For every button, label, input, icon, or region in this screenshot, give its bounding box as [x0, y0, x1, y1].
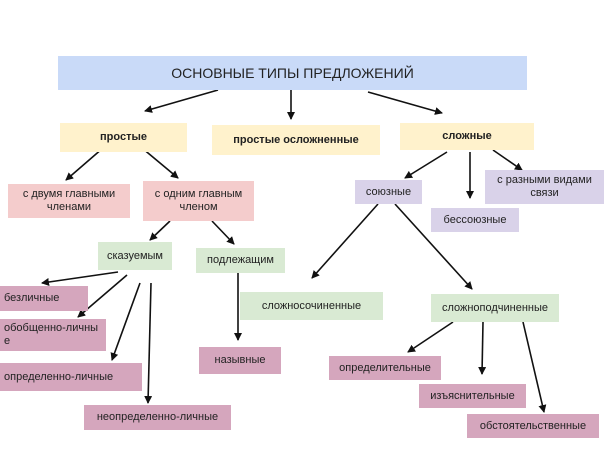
node-one-main-label: с одним главным членом	[154, 188, 243, 213]
arrow-predicate-definite	[110, 282, 141, 361]
node-subordinate: сложноподчиненные	[431, 294, 559, 322]
node-simple-complicated: простые осложненные	[212, 125, 380, 155]
arrow-title-complex	[367, 91, 443, 115]
node-adverbial: обстоятельственные	[467, 414, 599, 438]
node-complex: сложные	[400, 123, 534, 150]
node-indefinite: неопределенно-личные	[84, 405, 231, 430]
arrow-complex-conjunctive	[404, 151, 448, 179]
node-subject: подлежащим	[196, 248, 285, 273]
arrow-subordinate-attributive	[407, 321, 454, 353]
node-nominative: назывные	[199, 347, 281, 374]
arrow-conjunctive-subordinate	[394, 203, 473, 290]
arrow-predicate-indefinite	[144, 282, 153, 404]
arrow-title-simple	[144, 89, 219, 113]
node-mixed-label: с разными видами связи	[497, 174, 592, 199]
node-nominative-label: назывные	[214, 354, 266, 366]
node-explanatory: изъяснительные	[419, 384, 526, 408]
node-non-conjunctive: бессоюзные	[431, 208, 519, 232]
node-generalized-label: обобщенно-личные	[4, 322, 99, 347]
node-non-conjunctive-label: бессоюзные	[443, 213, 507, 226]
node-simple-complicated-label: простые осложненные	[233, 133, 359, 146]
node-predicate-label: сказуемым	[107, 249, 163, 262]
node-simple-label: простые	[100, 131, 147, 143]
arrow-conjunctive-compound	[311, 203, 379, 279]
arrow-onemain-subject	[211, 220, 235, 245]
node-compound-label: сложносочиненные	[261, 299, 362, 312]
node-one-main: с одним главным членом	[143, 181, 254, 221]
node-explanatory-label: изъяснительные	[430, 389, 515, 402]
node-complex-label: сложные	[442, 130, 492, 142]
node-subordinate-label: сложноподчиненные	[441, 301, 549, 314]
node-definite: определенно-личные	[0, 363, 142, 391]
node-mixed: с разными видами связи	[485, 170, 604, 204]
node-impersonal: безличные	[0, 286, 88, 311]
node-predicate: сказуемым	[98, 242, 172, 270]
node-simple: простые	[60, 123, 187, 152]
node-conjunctive-label: союзные	[365, 185, 412, 198]
node-two-main-label: с двумя главными членами	[22, 188, 116, 213]
node-adverbial-label: обстоятельственные	[479, 419, 587, 432]
node-impersonal-label: безличные	[4, 292, 60, 304]
diagram-title: ОСНОВНЫЕ ТИПЫ ПРЕДЛОЖЕНИЙ	[171, 65, 414, 81]
title-box: ОСНОВНЫЕ ТИПЫ ПРЕДЛОЖЕНИЙ	[58, 56, 527, 90]
node-attributive-label: определительные	[339, 361, 431, 374]
node-two-main: с двумя главными членами	[8, 184, 130, 218]
arrow-predicate-impersonal	[41, 271, 119, 286]
node-attributive: определительные	[329, 356, 441, 380]
node-subject-label: подлежащим	[207, 254, 274, 266]
node-indefinite-label: неопределенно-личные	[96, 411, 219, 423]
arrow-onemain-predicate	[149, 220, 171, 241]
node-generalized: обобщенно-личные	[0, 319, 106, 351]
arrow-simple-two-main	[65, 147, 104, 181]
arrow-subordinate-explanatory	[478, 321, 487, 375]
node-compound: сложносочиненные	[240, 292, 383, 320]
arrow-complex-mixed	[492, 149, 523, 171]
arrow-simple-one-main	[141, 147, 179, 179]
arrow-subordinate-adverbial	[522, 321, 547, 413]
node-conjunctive: союзные	[355, 180, 422, 204]
node-definite-label: определенно-личные	[4, 370, 114, 383]
